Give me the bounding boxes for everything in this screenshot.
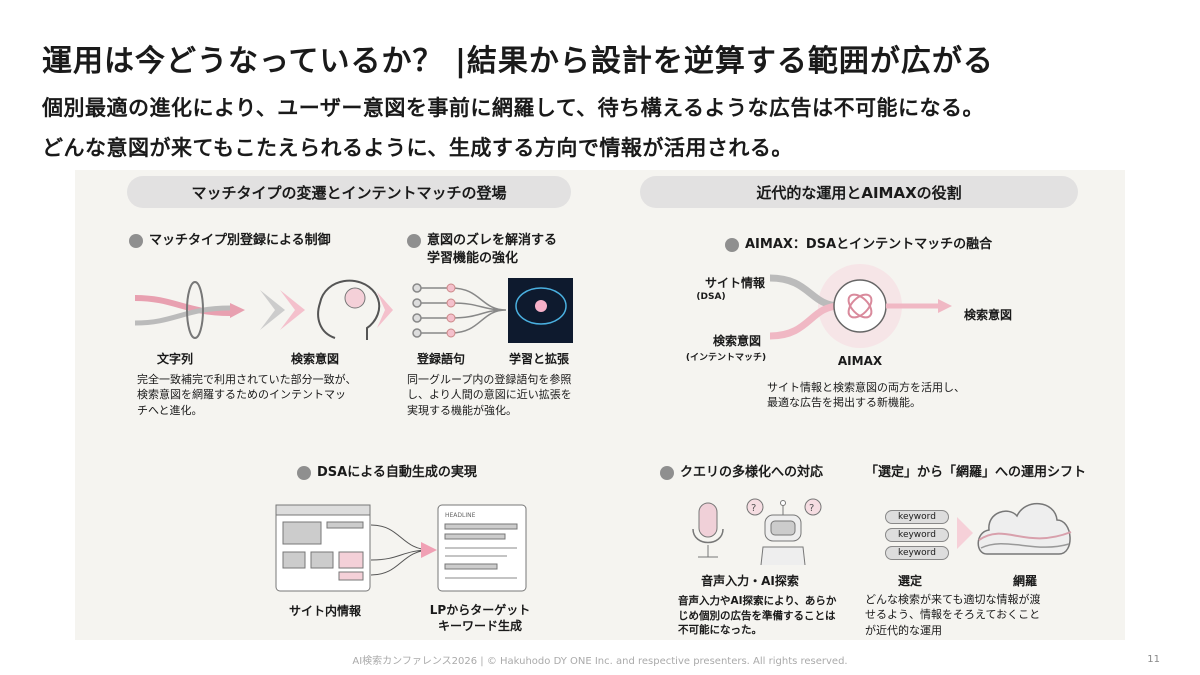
keyword-chip: keyword [885, 510, 949, 524]
cloud-coverage-illustration [977, 502, 1072, 555]
left-s2-heading: 意図のズレを解消する 学習機能の強化 [407, 232, 557, 267]
label-coverage: 網羅 [1012, 574, 1037, 588]
input-site-info-sub: (DSA) [696, 292, 726, 302]
chevron-right-icon [957, 517, 973, 549]
page-title: 運用は今どうなっているか？ |結果から設計を逆算する範囲が広がる [42, 44, 994, 79]
registered-terms-to-brain-illustration [412, 278, 573, 343]
aimax-label: AIMAX [837, 354, 883, 368]
input-search-intent-sub: (インテントマッチ) [685, 353, 767, 363]
left-s3-heading: DSAによる自動生成の実現 [297, 464, 477, 482]
label-lp-keyword-gen: LPからターゲット キーワード生成 [429, 603, 531, 634]
infographic-panel: マッチタイプの変遷とインテントマッチの登場 マッチタイプ別登録による制御 文字列… [75, 170, 1125, 640]
bullet-dot [297, 466, 311, 480]
output-search-intent: 検索意図 [963, 308, 1012, 322]
left-s1-description: 完全一致補完で利用されていた部分一致が、 検索意図を網羅するためのインテントマッ… [137, 373, 357, 417]
subtitle-line-2: どんな意図が来てもこたえられるように、生成する方向で情報が活用される。 [42, 136, 793, 160]
right-s1-heading: AIMAX：DSAとインテントマッチの融合 [725, 236, 992, 254]
bullet-dot [725, 238, 739, 252]
string-to-intent-illustration [135, 279, 381, 340]
keyword-chip: keyword [885, 546, 949, 560]
subtitle-line-1: 個別最適の進化により、ユーザー意図を事前に網羅して、待ち構えるような広告は不可能… [42, 96, 985, 120]
footer-copyright: AI検索カンファレンス2026 | © Hakuhodo DY ONE Inc.… [352, 656, 848, 667]
label-selection: 選定 [897, 574, 922, 588]
bullet-dot [129, 234, 143, 248]
right-s2-heading: クエリの多様化への対応 [660, 464, 823, 482]
microphone-robot-illustration: ? ? [692, 498, 822, 565]
label-voice-ai-search: 音声入力・AI探索 [701, 574, 799, 588]
svg-text:?: ? [751, 503, 756, 514]
page-number: 11 [1147, 654, 1160, 665]
right-s2-description: 音声入力やAI探索により、あらか じめ個別の広告を準備することは 不可能になった… [678, 595, 837, 637]
right-s3-description: どんな検索が来ても適切な情報が渡 せるよう、情報をそろえておくこと が近代的な運… [865, 593, 1041, 637]
svg-text:?: ? [809, 503, 814, 514]
left-s2-description: 同一グループ内の登録語句を参照 し、より人間の意図に近い拡張を 実現する機能が強… [407, 373, 572, 417]
left-s1-heading: マッチタイプ別登録による制御 [129, 232, 331, 250]
transform-arrow-icon [371, 524, 437, 576]
label-learning-expansion: 学習と拡張 [508, 352, 569, 366]
aimax-fusion-illustration [770, 264, 952, 348]
website-wireframe-illustration [275, 504, 371, 592]
right-s3-heading: 「選定」から「網羅」への運用シフト [865, 465, 1087, 480]
bullet-dot [407, 234, 421, 248]
keyword-chip: keyword [885, 528, 949, 542]
label-strings: 文字列 [156, 352, 193, 366]
label-registered-terms: 登録語句 [416, 352, 465, 366]
input-site-info: サイト情報 [704, 276, 765, 290]
right-s1-description: サイト情報と検索意図の両方を活用し、 最適な広告を掲出する新機能。 [767, 381, 965, 410]
headline-text: HEADLINE [445, 512, 476, 519]
input-search-intent: 検索意図 [712, 334, 761, 348]
right-section-header: 近代的な運用とAIMAXの役割 [640, 176, 1078, 208]
landing-page-illustration: HEADLINE [437, 504, 527, 592]
label-search-intent: 検索意図 [290, 352, 339, 366]
chevron-right-icon [377, 292, 393, 328]
bullet-dot [660, 466, 674, 480]
label-site-info: サイト内情報 [288, 604, 361, 618]
keyword-list: keyword keyword keyword [885, 510, 949, 560]
left-section-header: マッチタイプの変遷とインテントマッチの登場 [127, 176, 571, 208]
